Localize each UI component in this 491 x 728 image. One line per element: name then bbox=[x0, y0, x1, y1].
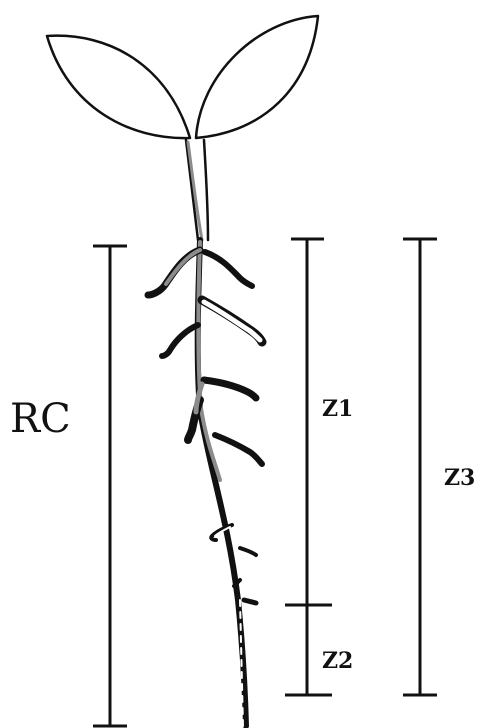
hypocotyl bbox=[186, 140, 208, 240]
z2-label: Z2 bbox=[322, 648, 353, 674]
z1-label: Z1 bbox=[322, 396, 353, 422]
lateral-root bbox=[215, 435, 262, 464]
z3-bracket bbox=[403, 239, 437, 695]
z3-label: Z3 bbox=[444, 465, 475, 491]
z1-bracket bbox=[285, 239, 332, 605]
lateral-root bbox=[204, 380, 256, 398]
lateral-root bbox=[240, 548, 256, 555]
lateral-root bbox=[162, 325, 198, 356]
left-cotyledon bbox=[47, 36, 190, 138]
rc-label: RC bbox=[10, 396, 71, 442]
rc-bracket bbox=[93, 246, 127, 726]
cotyledons bbox=[47, 16, 318, 138]
right-cotyledon bbox=[196, 16, 318, 138]
lateral-root bbox=[244, 600, 256, 603]
lateral-root bbox=[205, 252, 252, 286]
